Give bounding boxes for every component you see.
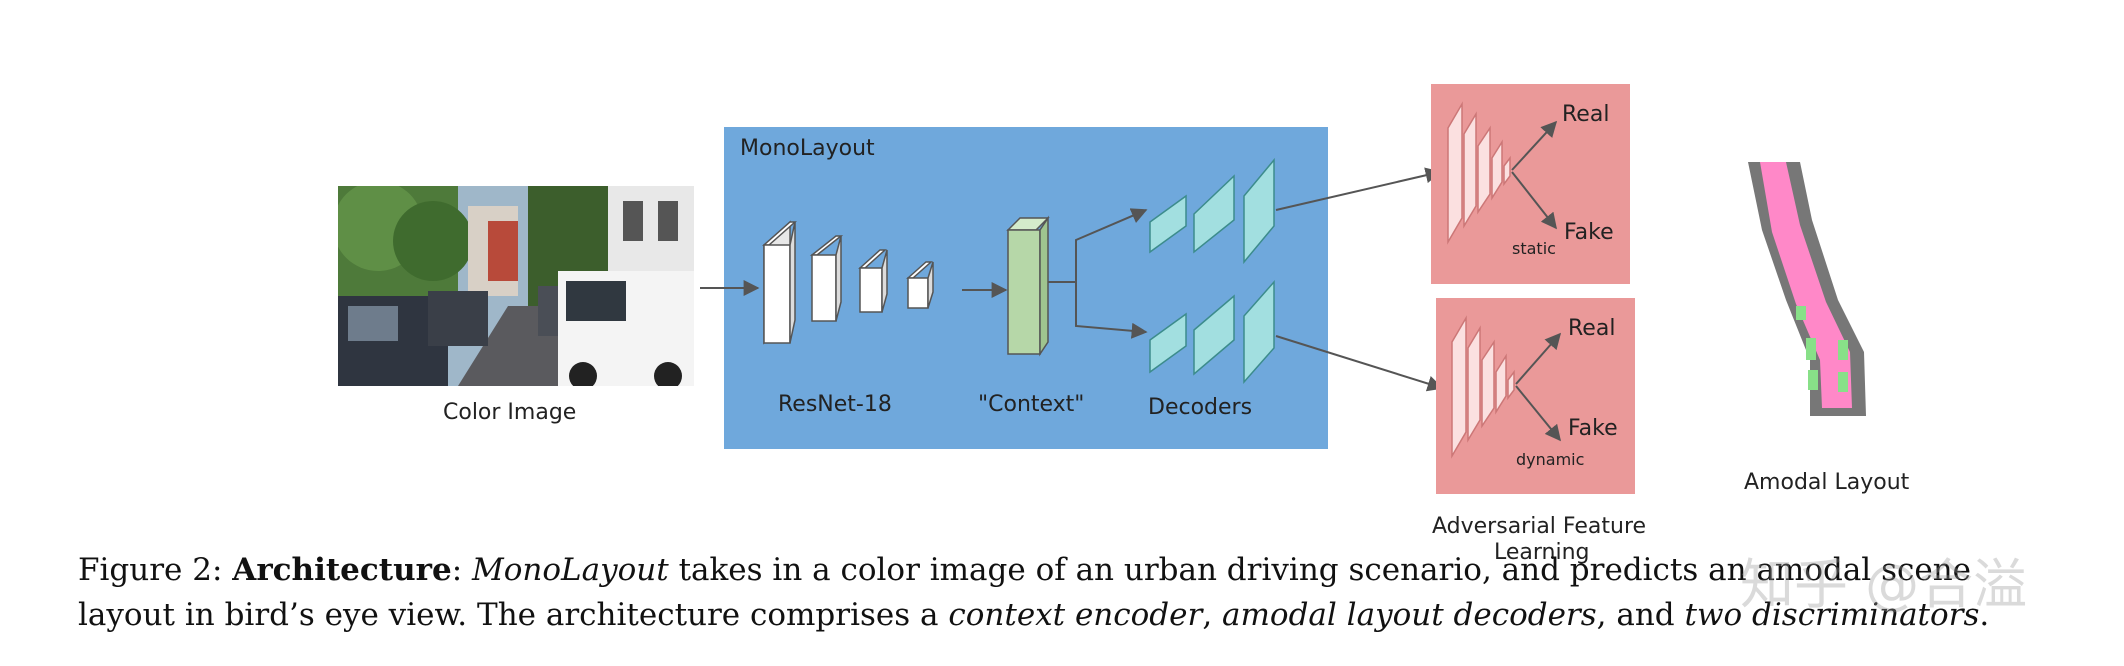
caption-italic-discriminators: two discriminators	[1684, 597, 1980, 633]
static-tag: static	[1512, 239, 1556, 258]
branch-lower	[1075, 282, 1148, 339]
context-label: "Context"	[978, 392, 1085, 417]
static-fake-label: Fake	[1564, 220, 1614, 245]
static-to-disc-arrow	[1275, 167, 1442, 211]
caption-bold-title: Architecture	[232, 552, 452, 588]
context-block	[1006, 215, 1050, 357]
dynamic-real-arrow	[1515, 332, 1562, 385]
caption-italic-context-encoder: context encoder	[948, 597, 1203, 633]
dynamic-fake-label: Fake	[1568, 416, 1618, 441]
output-label: Amodal Layout	[1744, 470, 1910, 495]
decoder-blocks-static	[1149, 157, 1275, 265]
adversarial-label-line1: Adversarial Feature	[1432, 514, 1647, 539]
static-real-arrow	[1511, 120, 1558, 171]
caption-italic-monolayout: MonoLayout	[472, 552, 669, 588]
caption-colon: :	[451, 552, 473, 588]
dynamic-fake-arrow	[1515, 385, 1562, 442]
dynamic-real-label: Real	[1568, 316, 1616, 341]
caption-text2: , and	[1596, 597, 1685, 633]
input-color-image	[338, 186, 694, 386]
dynamic-discriminator-layers	[1451, 315, 1515, 459]
decoder-blocks-dynamic	[1149, 280, 1275, 384]
caption-comma: ,	[1202, 597, 1223, 633]
watermark: 知乎 @合溢	[1740, 553, 2028, 616]
decoders-label: Decoders	[1148, 395, 1253, 420]
adversarial-label-line2: Learning	[1494, 540, 1590, 565]
caption-prefix: Figure 2:	[78, 552, 233, 588]
caption-period: .	[1979, 597, 1990, 633]
caption-text1: takes in a color image of an urban drivi…	[78, 552, 1972, 633]
static-real-label: Real	[1562, 102, 1610, 127]
amodal-layout-output	[1748, 162, 1866, 416]
dynamic-tag: dynamic	[1516, 450, 1585, 469]
dynamic-to-disc-arrow	[1275, 335, 1444, 392]
branch-upper	[1048, 208, 1148, 283]
caption-italic-decoders: amodal layout decoders	[1222, 597, 1597, 633]
static-fake-arrow	[1511, 171, 1557, 230]
input-label: Color Image	[443, 400, 577, 425]
encoder-label: ResNet-18	[778, 392, 892, 417]
static-discriminator-layers	[1447, 101, 1511, 245]
figure-caption: Figure 2: Architecture: MonoLayout takes…	[78, 548, 2068, 638]
resnet-encoder-blocks	[762, 220, 934, 345]
monolayout-title: MonoLayout	[740, 136, 875, 161]
